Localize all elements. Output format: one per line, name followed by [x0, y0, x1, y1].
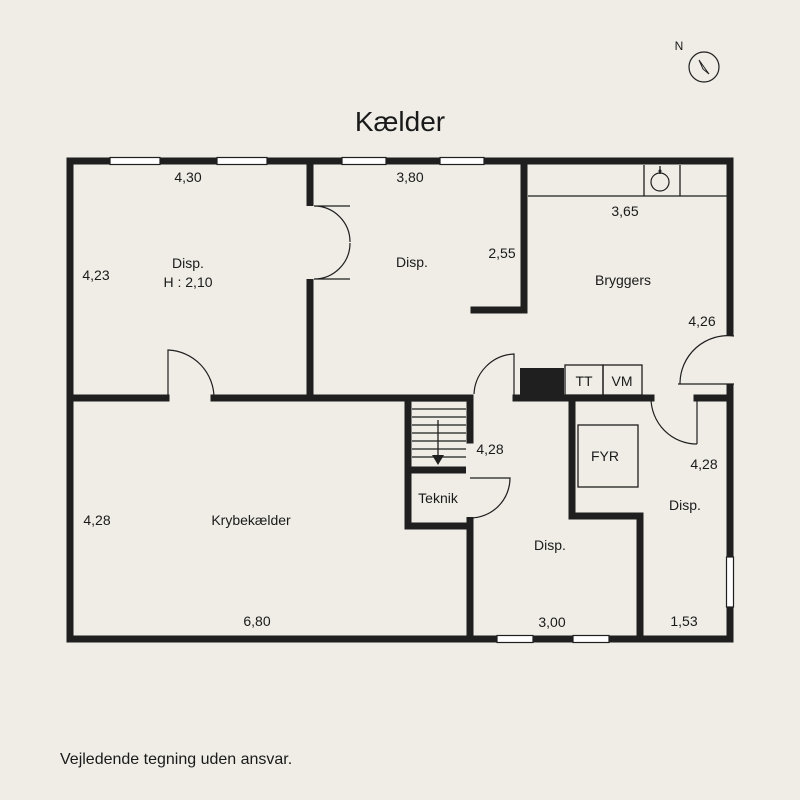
room-labels: Disp. H : 2,10 Disp. Bryggers Krybekælde… — [163, 254, 700, 553]
room-label-disp-2: Disp. — [396, 254, 428, 270]
dimension-label: 4,28 — [690, 456, 717, 472]
room-label-disp-1-height: H : 2,10 — [163, 274, 212, 290]
room-label-disp-1: Disp. — [172, 255, 204, 271]
dimension-label: 4,23 — [82, 267, 109, 283]
stairs-arrow-icon — [432, 420, 444, 465]
dimension-label: 2,55 — [488, 245, 515, 261]
plan-title: Kælder — [355, 106, 445, 137]
door-gaps — [306, 206, 734, 517]
dimension-label: 3,00 — [538, 614, 565, 630]
compass: N — [675, 39, 720, 83]
dimension-label: 4,28 — [83, 512, 110, 528]
dimension-label: 4,30 — [174, 169, 201, 185]
dimension-label: 4,28 — [476, 441, 503, 457]
room-label-krybekaelder: Krybekælder — [211, 512, 291, 528]
window — [439, 156, 485, 166]
vm-label: VM — [612, 373, 633, 389]
dimension-label: 3,65 — [611, 203, 638, 219]
window — [341, 156, 387, 166]
window — [496, 634, 534, 644]
room-label-bryggers: Bryggers — [595, 272, 651, 288]
chimney-block — [520, 368, 564, 396]
door — [167, 349, 215, 399]
door — [313, 242, 351, 280]
room-label-teknik: Teknik — [418, 490, 459, 506]
door — [469, 477, 511, 519]
stairs — [412, 400, 466, 465]
door — [473, 353, 515, 398]
window — [572, 634, 610, 644]
room-label-disp-4: Disp. — [669, 497, 701, 513]
compass-icon — [688, 51, 720, 83]
sink-icon — [650, 166, 670, 192]
fyr-box — [577, 424, 639, 488]
compass-north-label: N — [675, 39, 684, 53]
room-label-fyr: FYR — [591, 448, 619, 464]
vm-appliance — [602, 364, 643, 396]
window — [216, 156, 268, 166]
kitchen-counter — [528, 165, 727, 197]
door — [313, 205, 351, 243]
appliances: TT VM — [564, 364, 643, 396]
dimension-label: 4,26 — [688, 313, 715, 329]
disclaimer-text: Vejledende tegning uden ansvar. — [60, 751, 292, 768]
windows — [109, 156, 735, 644]
tt-label: TT — [575, 373, 593, 389]
door — [678, 335, 735, 385]
doors — [167, 205, 735, 519]
room-label-disp-3: Disp. — [534, 537, 566, 553]
door — [650, 397, 698, 445]
walls — [66, 157, 734, 643]
window — [109, 156, 161, 166]
dimension-labels: 4,30 3,80 3,65 4,23 2,55 4,26 4,28 4,28 … — [82, 169, 717, 630]
dimension-label: 6,80 — [243, 613, 270, 629]
dimension-label: 1,53 — [670, 613, 697, 629]
dimension-label: 3,80 — [396, 169, 423, 185]
window — [725, 556, 735, 608]
